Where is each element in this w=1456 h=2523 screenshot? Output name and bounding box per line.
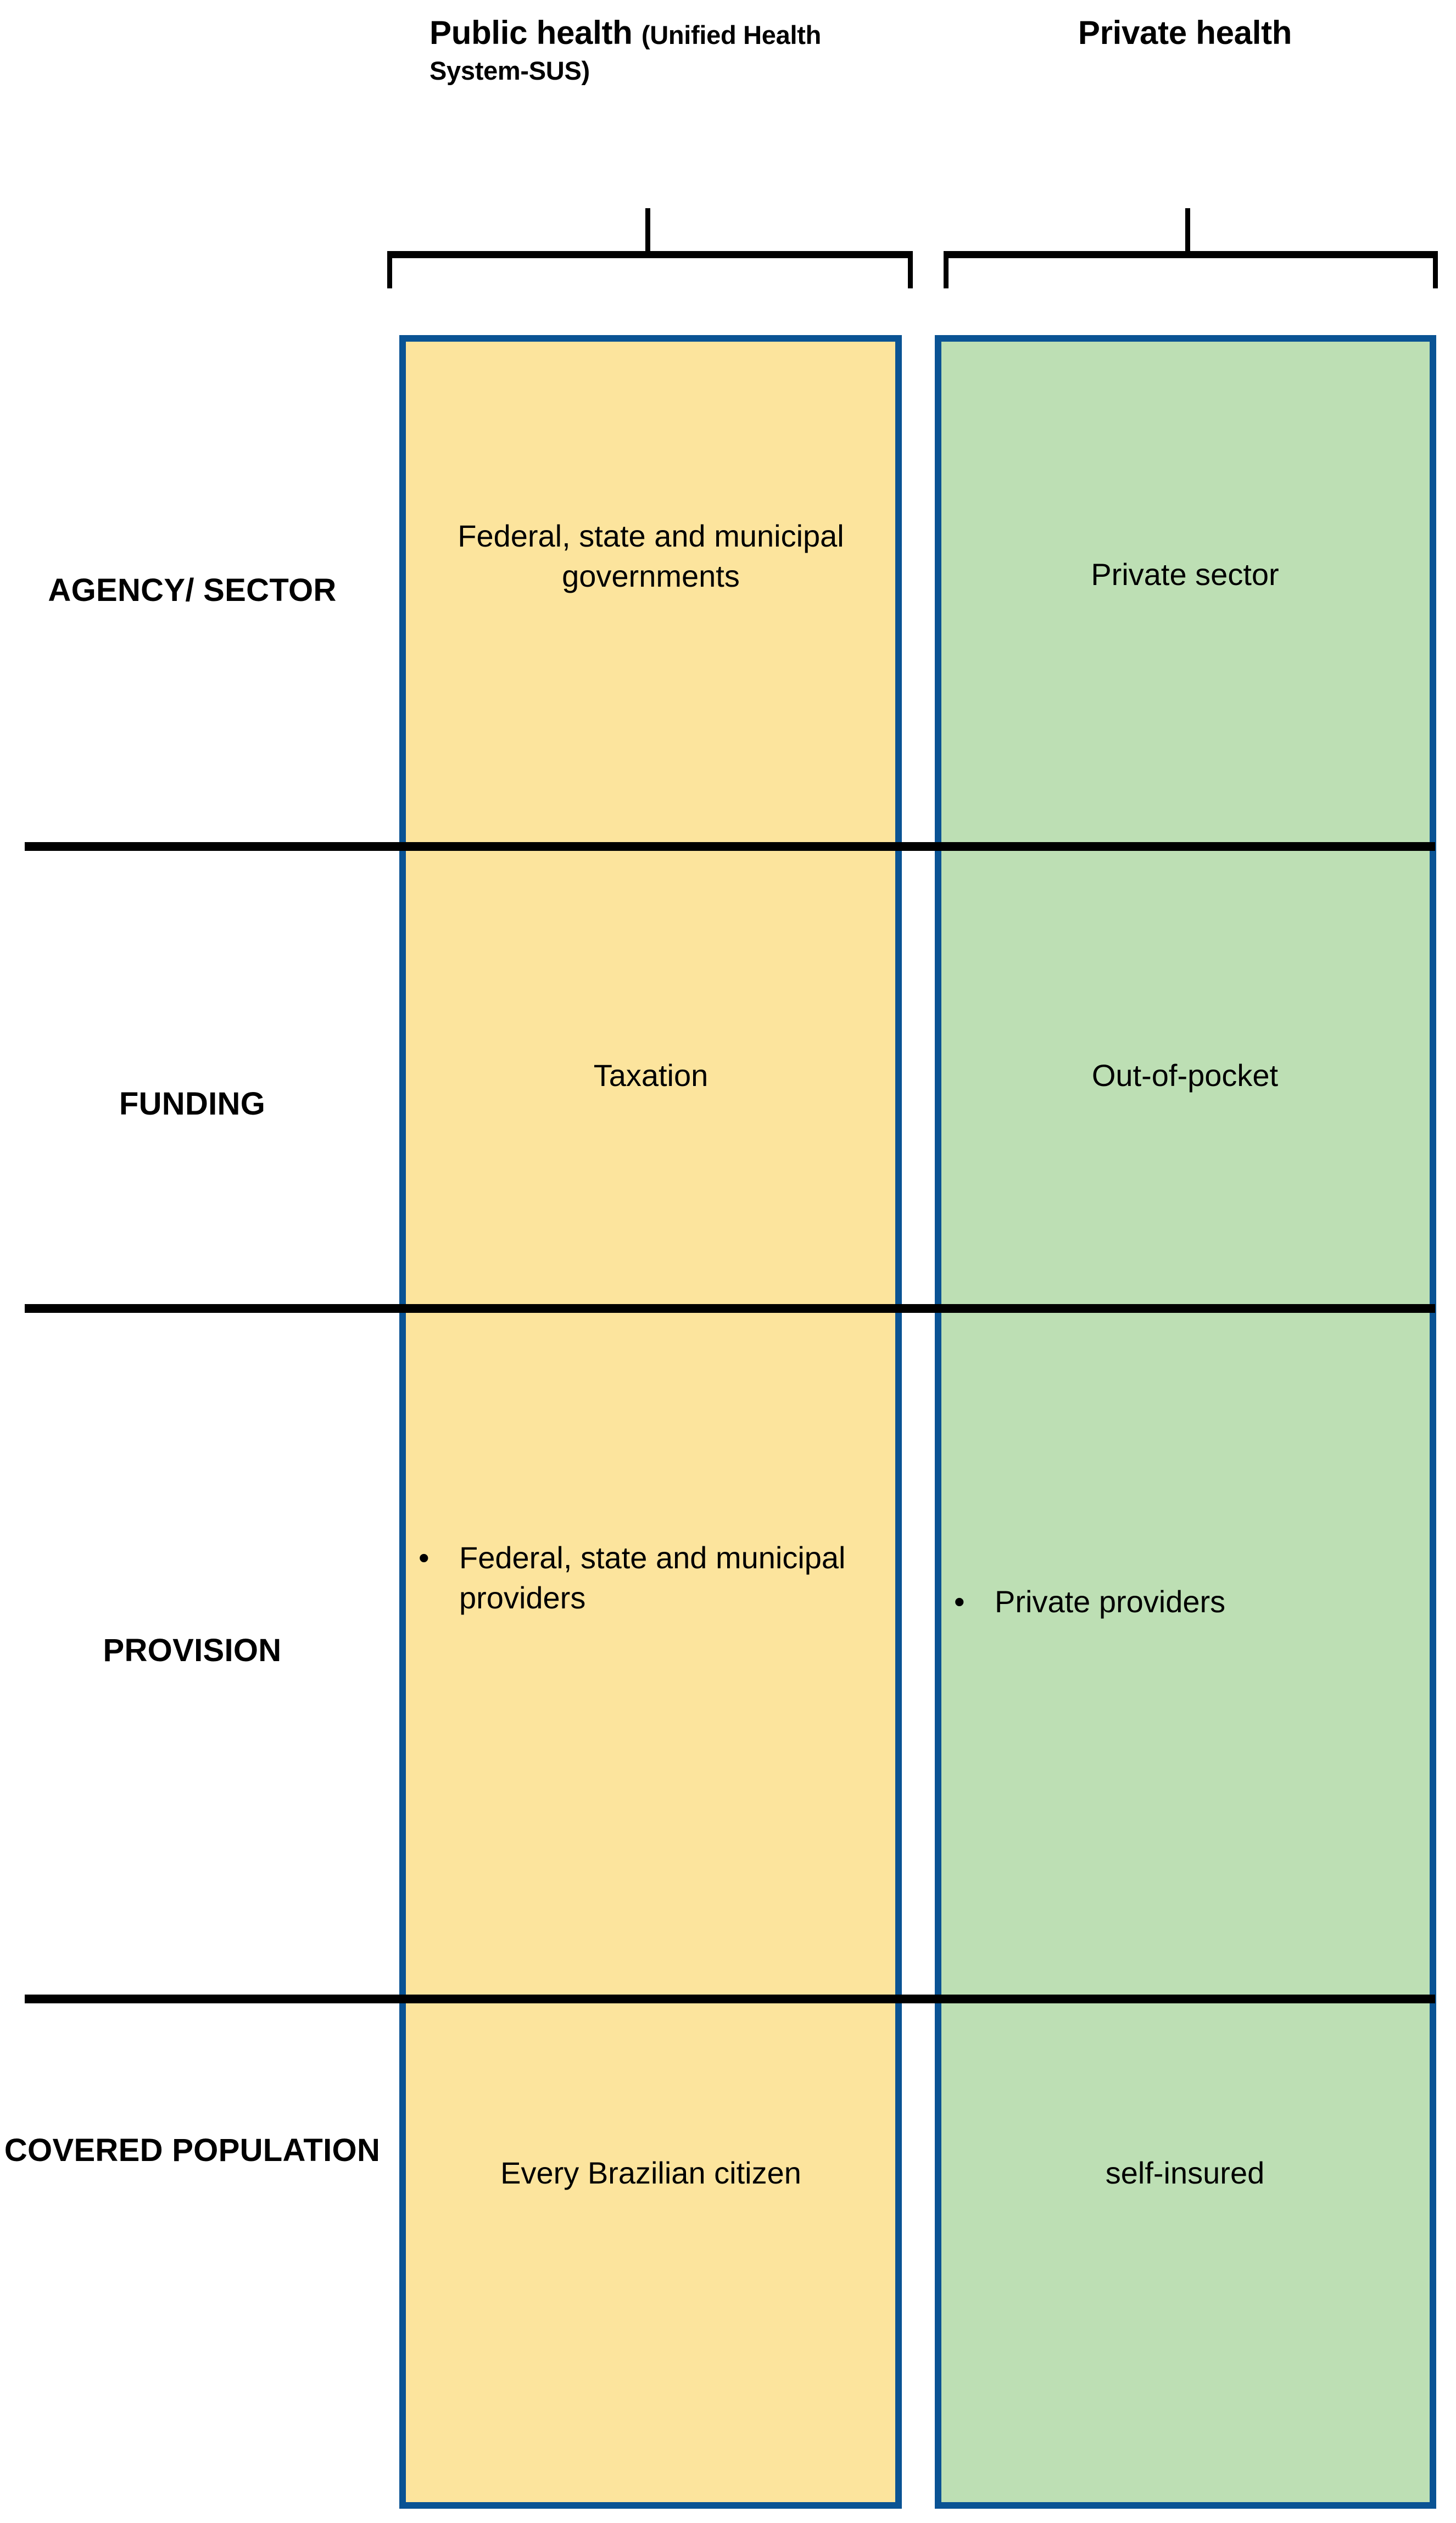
row-divider-agency-funding <box>25 842 1435 851</box>
bracket-stem-public <box>645 208 650 254</box>
cell-public-funding: Taxation <box>593 1058 709 1093</box>
cell-public-covered-population: Every Brazilian citizen <box>500 2156 801 2190</box>
row-label-funding: FUNDING <box>119 1086 266 1122</box>
column-header-private-health: Private health <box>934 12 1436 54</box>
bracket-tick-left-private <box>944 251 949 288</box>
bracket-tick-left-public <box>387 251 392 288</box>
bullet-icon: • <box>954 1584 965 1619</box>
cell-public-agency: Federal, state and municipal governments <box>458 519 844 593</box>
cell-private-provision-text: Private providers <box>995 1584 1226 1619</box>
row-label-provision: PROVISION <box>103 1633 282 1668</box>
cell-private-covered-population: self-insured <box>1105 2156 1265 2190</box>
column-box-private-health <box>935 335 1436 2509</box>
bullet-icon: • <box>419 1540 429 1575</box>
cell-private-funding: Out-of-pocket <box>1091 1058 1279 1093</box>
row-divider-funding-provision <box>25 1304 1435 1313</box>
cell-private-provision: • Private providers <box>942 1582 1428 1622</box>
bracket-tick-right-private <box>1433 251 1438 288</box>
column-header-public-health-main: Public health <box>429 14 641 51</box>
column-header-public-health-subtitle: (Unified Health System-SUS) <box>429 20 821 85</box>
row-label-agency-sector: AGENCY/ SECTOR <box>48 572 337 608</box>
cell-public-provision-text: Federal, state and municipal providers <box>459 1540 846 1615</box>
bracket-tick-right-public <box>908 251 913 288</box>
column-header-public-health: Public health (Unified Health System-SUS… <box>417 12 891 87</box>
column-box-public-health <box>399 335 902 2509</box>
column-header-private-health-main: Private health <box>1078 14 1292 51</box>
cell-private-agency: Private sector <box>1091 557 1279 592</box>
row-divider-provision-covered <box>25 1995 1435 2003</box>
cell-public-provision: • Federal, state and municipal providers <box>406 1538 895 1618</box>
bracket-bar-private <box>944 251 1438 258</box>
bracket-bar-public <box>387 251 913 258</box>
bracket-stem-private <box>1185 208 1190 254</box>
row-label-covered-population: COVERED POPULATION <box>4 2132 381 2168</box>
